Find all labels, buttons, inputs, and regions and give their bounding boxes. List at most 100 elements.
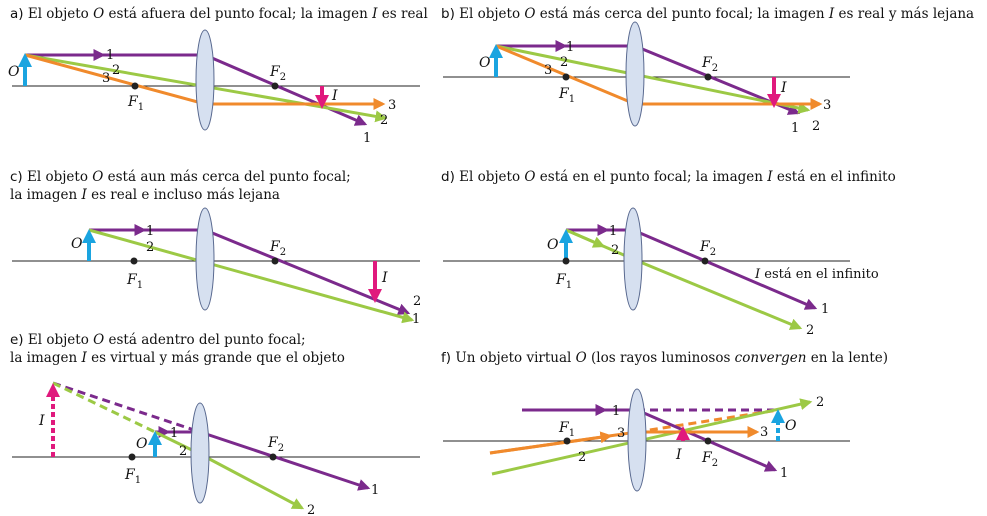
panel-c: O I F1 F2 1 2 1 2 [12,207,421,327]
ray-number-2-left: 2 [578,450,586,465]
ray-number-2-right: 2 [413,294,421,309]
lens [190,402,210,504]
image-label: I [38,413,45,429]
ray-2-green [495,44,811,114]
panel-a: O I F1 F2 1 2 3 1 2 3 [8,29,420,146]
object-label: O [136,436,148,452]
focal-point-f1 [130,257,138,265]
image-label: I [675,447,682,463]
ray-number-3-left: 3 [102,71,110,86]
focal-point-f1 [128,453,136,461]
caption-d: d) El objeto O está en el punto focal; l… [441,169,896,185]
ray-number-2-right: 2 [380,113,388,128]
focal-point-f2 [269,453,277,461]
ray-number-1-right: 1 [371,483,379,498]
ray-number-3-right: 3 [823,98,831,113]
focal-point-f2 [704,437,712,445]
ray-number-1-left: 1 [146,224,154,239]
focal-point-f2 [271,82,279,90]
panel-e: O I F1 F2 1 2 1 2 [12,381,420,516]
object-label: O [785,418,797,434]
f1-label: F1 [555,272,572,291]
object-label: O [8,64,20,80]
ray-number-3-right: 3 [760,425,768,440]
caption-f: f) Un objeto virtual O (los rayos lumino… [441,350,889,366]
f2-label: F2 [699,239,716,258]
ray-number-2-right: 2 [806,323,814,338]
focal-point-f2 [271,257,279,265]
ray-number-1-right: 1 [412,312,420,327]
caption-d-letter: d) [441,169,455,185]
ray-number-2-left: 2 [611,243,619,258]
lens [627,388,647,492]
f2-label: F2 [269,239,286,258]
f1-label: F1 [127,94,144,113]
image-label: I [381,270,388,286]
panel-f: O I F1 F2 1 2 3 1 2 3 [443,388,850,492]
lens [625,21,645,127]
f1-label: F1 [126,272,143,291]
panel-b: O I F1 F2 1 2 3 1 2 3 [443,21,850,136]
f1-label: F1 [558,86,575,105]
caption-c-letter: c) [10,169,23,185]
caption-a-letter: a) [10,6,24,22]
caption-e-line2: la imagen I es virtual y más grande que … [10,350,345,366]
ray-1-virtual-extension [52,381,201,434]
lens [623,207,643,311]
ray-number-1-right: 1 [363,131,371,146]
ray-2-arrow [565,228,606,248]
infinity-note: I está en el infinito [754,267,879,282]
ray-number-1-left: 1 [106,48,114,63]
caption-c: c) El objeto O está aun más cerca del pu… [10,169,351,185]
object-label: O [479,55,491,71]
image-label: I [780,80,787,96]
ray-number-2-left: 2 [146,240,154,255]
focal-point-f1 [131,82,139,90]
ray-number-1-left: 1 [609,224,617,239]
ray-number-2-left: 2 [179,444,187,459]
ray-number-1-left: 1 [566,40,574,55]
lens [195,207,215,311]
ray-number-2-right: 2 [307,503,315,516]
ray-number-1-left: 1 [170,426,178,441]
ray-2-virtual-extension [52,381,156,434]
caption-c-line2: la imagen I es real e incluso más lejana [10,187,280,203]
ray-number-1-right: 1 [821,302,829,317]
ray-number-1-right: 1 [791,121,799,136]
caption-b-letter: b) [441,6,455,22]
ray-number-2-left: 2 [112,63,120,78]
f1-label: F1 [124,467,141,486]
focal-point-f1 [563,437,571,445]
f1-label: F1 [558,420,575,439]
ray-number-3-left: 3 [617,426,625,441]
ray-2-green [88,228,415,324]
focal-point-f1 [562,73,570,81]
f2-label: F2 [701,450,718,469]
ray-number-1-left: 1 [612,404,620,419]
object-label: O [71,236,83,252]
ray-number-3-left: 3 [544,63,552,78]
ray-number-2-right: 2 [816,395,824,410]
ray-3-arrow [489,431,613,455]
ray-number-2-right: 2 [812,119,820,134]
caption-a: a) El objeto O está afuera del punto foc… [10,6,428,22]
caption-b: b) El objeto O está más cerca del punto … [441,6,975,22]
ray-1-purple [155,430,371,491]
f2-label: F2 [269,64,286,83]
ray-number-3-right: 3 [388,98,396,113]
f2-label: F2 [267,435,284,454]
focal-point-f2 [701,257,709,265]
caption-e: e) El objeto O está adentro del punto fo… [10,332,306,348]
ray-2-green [491,398,813,476]
lens [195,29,215,131]
ray-number-1-right: 1 [780,466,788,481]
object-label: O [547,237,559,253]
ray-number-2-left: 2 [560,55,568,70]
panel-d: O F1 F2 I está en el infinito 1 2 1 2 [443,207,879,338]
focal-point-f2 [704,73,712,81]
image-label: I [331,88,338,104]
f2-label: F2 [701,55,718,74]
focal-point-f1 [562,257,570,265]
caption-e-letter: e) [10,332,24,348]
